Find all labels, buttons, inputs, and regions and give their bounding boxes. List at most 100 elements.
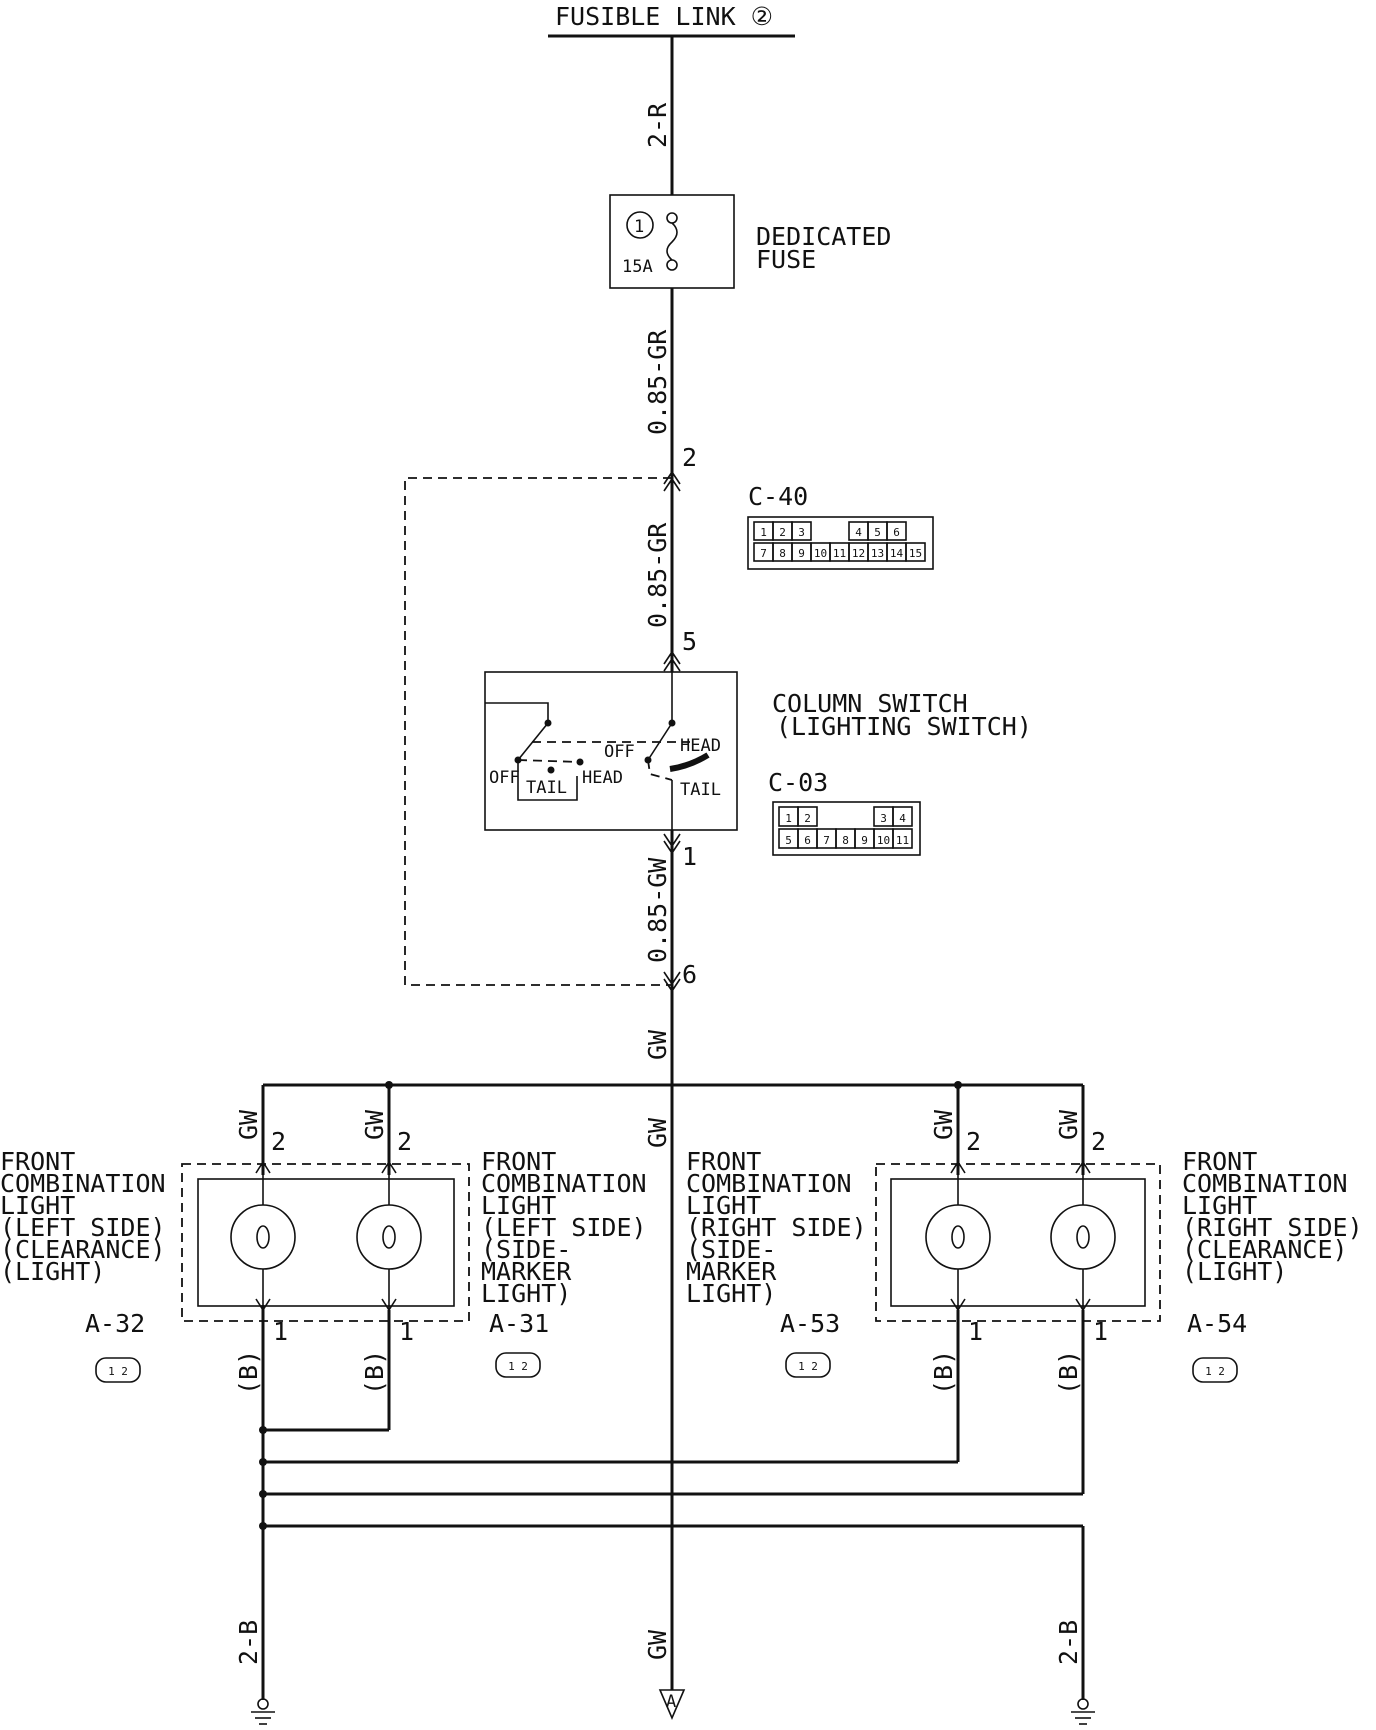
dedicated-fuse: 1 15A [609, 194, 735, 289]
lamp-label-line: COMBINATION [1182, 1169, 1348, 1198]
ground-symbol-left [251, 1698, 275, 1725]
lamp-connector-symbol: 1 2 [1192, 1357, 1238, 1383]
bulb-icon [1050, 1204, 1116, 1270]
lamp-label-line: LIGHT [686, 1191, 761, 1220]
fuse-rating: 15A [622, 257, 653, 277]
connector-pin-number: 2 [779, 526, 786, 539]
wire-label-ground-right: 2-B [1054, 1620, 1083, 1665]
connector-pin-number: 1 [760, 526, 767, 539]
wire-label-switch-out: 0.85-GW [643, 857, 672, 963]
lamp-label-line: MARKER [481, 1257, 572, 1286]
lamp-connector-pins: 1 2 [508, 1360, 528, 1373]
lamp-feed-label: GW [929, 1109, 958, 1140]
lamp-label-line: (RIGHT SIDE) [1182, 1213, 1363, 1242]
lamp-connector-id: A-54 [1187, 1309, 1247, 1338]
lamp-connector-pins: 1 2 [798, 1360, 818, 1373]
connector-pin-number: 8 [779, 547, 786, 560]
lamp-label-line: FRONT [1182, 1147, 1257, 1176]
connector-pin-number: 4 [855, 526, 862, 539]
lamp-ground-label: (B) [1054, 1350, 1083, 1395]
connector-cell [797, 806, 818, 827]
lamp-label-line: LIGHT [0, 1191, 75, 1220]
connector-pin-number: 7 [823, 834, 830, 847]
wire-label-2r: 2-R [643, 102, 672, 148]
lamp-pin-in: 2 [966, 1127, 981, 1156]
connector-pin-number: 8 [842, 834, 849, 847]
connector-cell [905, 542, 926, 562]
lamp-pin-in: 2 [271, 1127, 286, 1156]
offpage-connector-symbol [658, 1689, 686, 1721]
lamp-connector-pins: 1 2 [1205, 1365, 1225, 1378]
wire-label-trunk-mid: GW [643, 1117, 672, 1148]
bulb-icon [925, 1204, 991, 1270]
fuse-label-line1: DEDICATED [756, 222, 891, 251]
switch-left-tail: TAIL [526, 778, 567, 798]
wire-label-c40-switch: 0.85-GR [643, 522, 672, 628]
lamp-label-line: (SIDE- [686, 1235, 776, 1264]
ground-symbol-right [1071, 1698, 1095, 1725]
lamp-connector-id: A-31 [489, 1309, 549, 1338]
column-switch-title-1: COLUMN SWITCH [772, 689, 968, 718]
lamp-ground-label: (B) [234, 1350, 263, 1395]
wire-label-bottom: GW [643, 1629, 672, 1660]
dashed-connector-group [404, 477, 672, 986]
lamp-label-line: (CLEARANCE) [1182, 1235, 1348, 1264]
lamp-label-line: (CLEARANCE) [0, 1235, 166, 1264]
right-lamp-group [890, 1178, 1146, 1307]
wire-label-trunk: GW [643, 1029, 672, 1060]
right-lamp-group-dashed [875, 1163, 1161, 1322]
lamp-label-line: LIGHT [1182, 1191, 1257, 1220]
lamp-connector-pins: 1 2 [108, 1365, 128, 1378]
connector-pin-number: 4 [899, 812, 906, 825]
column-switch [484, 671, 738, 831]
lamp-label-line: (SIDE- [481, 1235, 571, 1264]
lamp-label-line: LIGHT) [686, 1279, 776, 1308]
connector-pin-number: 7 [760, 547, 767, 560]
connector-pin-number: 11 [833, 547, 846, 560]
switch-right-tail: TAIL [680, 780, 721, 800]
pin-c03-bottom: 6 [682, 960, 697, 989]
connector-pin-number: 5 [874, 526, 881, 539]
offpage-connector-label: A [666, 1692, 676, 1712]
lamp-pin-in: 2 [397, 1127, 412, 1156]
connector-pin-number: 9 [861, 834, 868, 847]
lamp-label-line: LIGHT [481, 1191, 556, 1220]
lamp-label-line: (LEFT SIDE) [481, 1213, 647, 1242]
lamp-feed-label: GW [360, 1109, 389, 1140]
lamp-connector-symbol: 1 2 [95, 1357, 141, 1383]
lamp-label-line: FRONT [481, 1147, 556, 1176]
lamp-label-line: (LIGHT) [0, 1257, 105, 1286]
fuse-number: 1 [634, 217, 644, 237]
switch-right-off: OFF [604, 742, 635, 762]
lamp-label-line: FRONT [686, 1147, 761, 1176]
lamp-label-line: LIGHT) [481, 1279, 571, 1308]
lamp-pin-out: 1 [968, 1317, 983, 1346]
lamp-connector-symbol: 1 2 [495, 1352, 541, 1378]
connector-pin-number: 14 [890, 547, 904, 560]
connector-pin-number: 3 [880, 812, 887, 825]
connector-pin-number: 6 [804, 834, 811, 847]
connector-cell [791, 521, 812, 541]
fuse-label-line2: FUSE [756, 245, 816, 274]
lamp-label-line: (RIGHT SIDE) [686, 1213, 867, 1242]
lamp-ground-label: (B) [929, 1350, 958, 1395]
connector-pin-number: 5 [785, 834, 792, 847]
switch-in-marker [663, 650, 681, 672]
connector-pin-number: 9 [798, 547, 805, 560]
connector-pin-number: 1 [785, 812, 792, 825]
connector-pin-number: 3 [798, 526, 805, 539]
connector-pin-number: 2 [804, 812, 811, 825]
lamp-ground-label: (B) [360, 1350, 389, 1395]
lamp-label-line: (LIGHT) [1182, 1257, 1287, 1286]
lamp-connector-symbol: 1 2 [785, 1352, 831, 1378]
c03-bottom-marker [663, 971, 681, 993]
connector-pin-number: 15 [909, 547, 922, 560]
lamp-label-line: COMBINATION [481, 1169, 647, 1198]
lamp-label-line: MARKER [686, 1257, 777, 1286]
connector-pin-number: 10 [877, 834, 890, 847]
lamp-label-line: COMBINATION [0, 1169, 166, 1198]
connector-cell [892, 806, 913, 827]
